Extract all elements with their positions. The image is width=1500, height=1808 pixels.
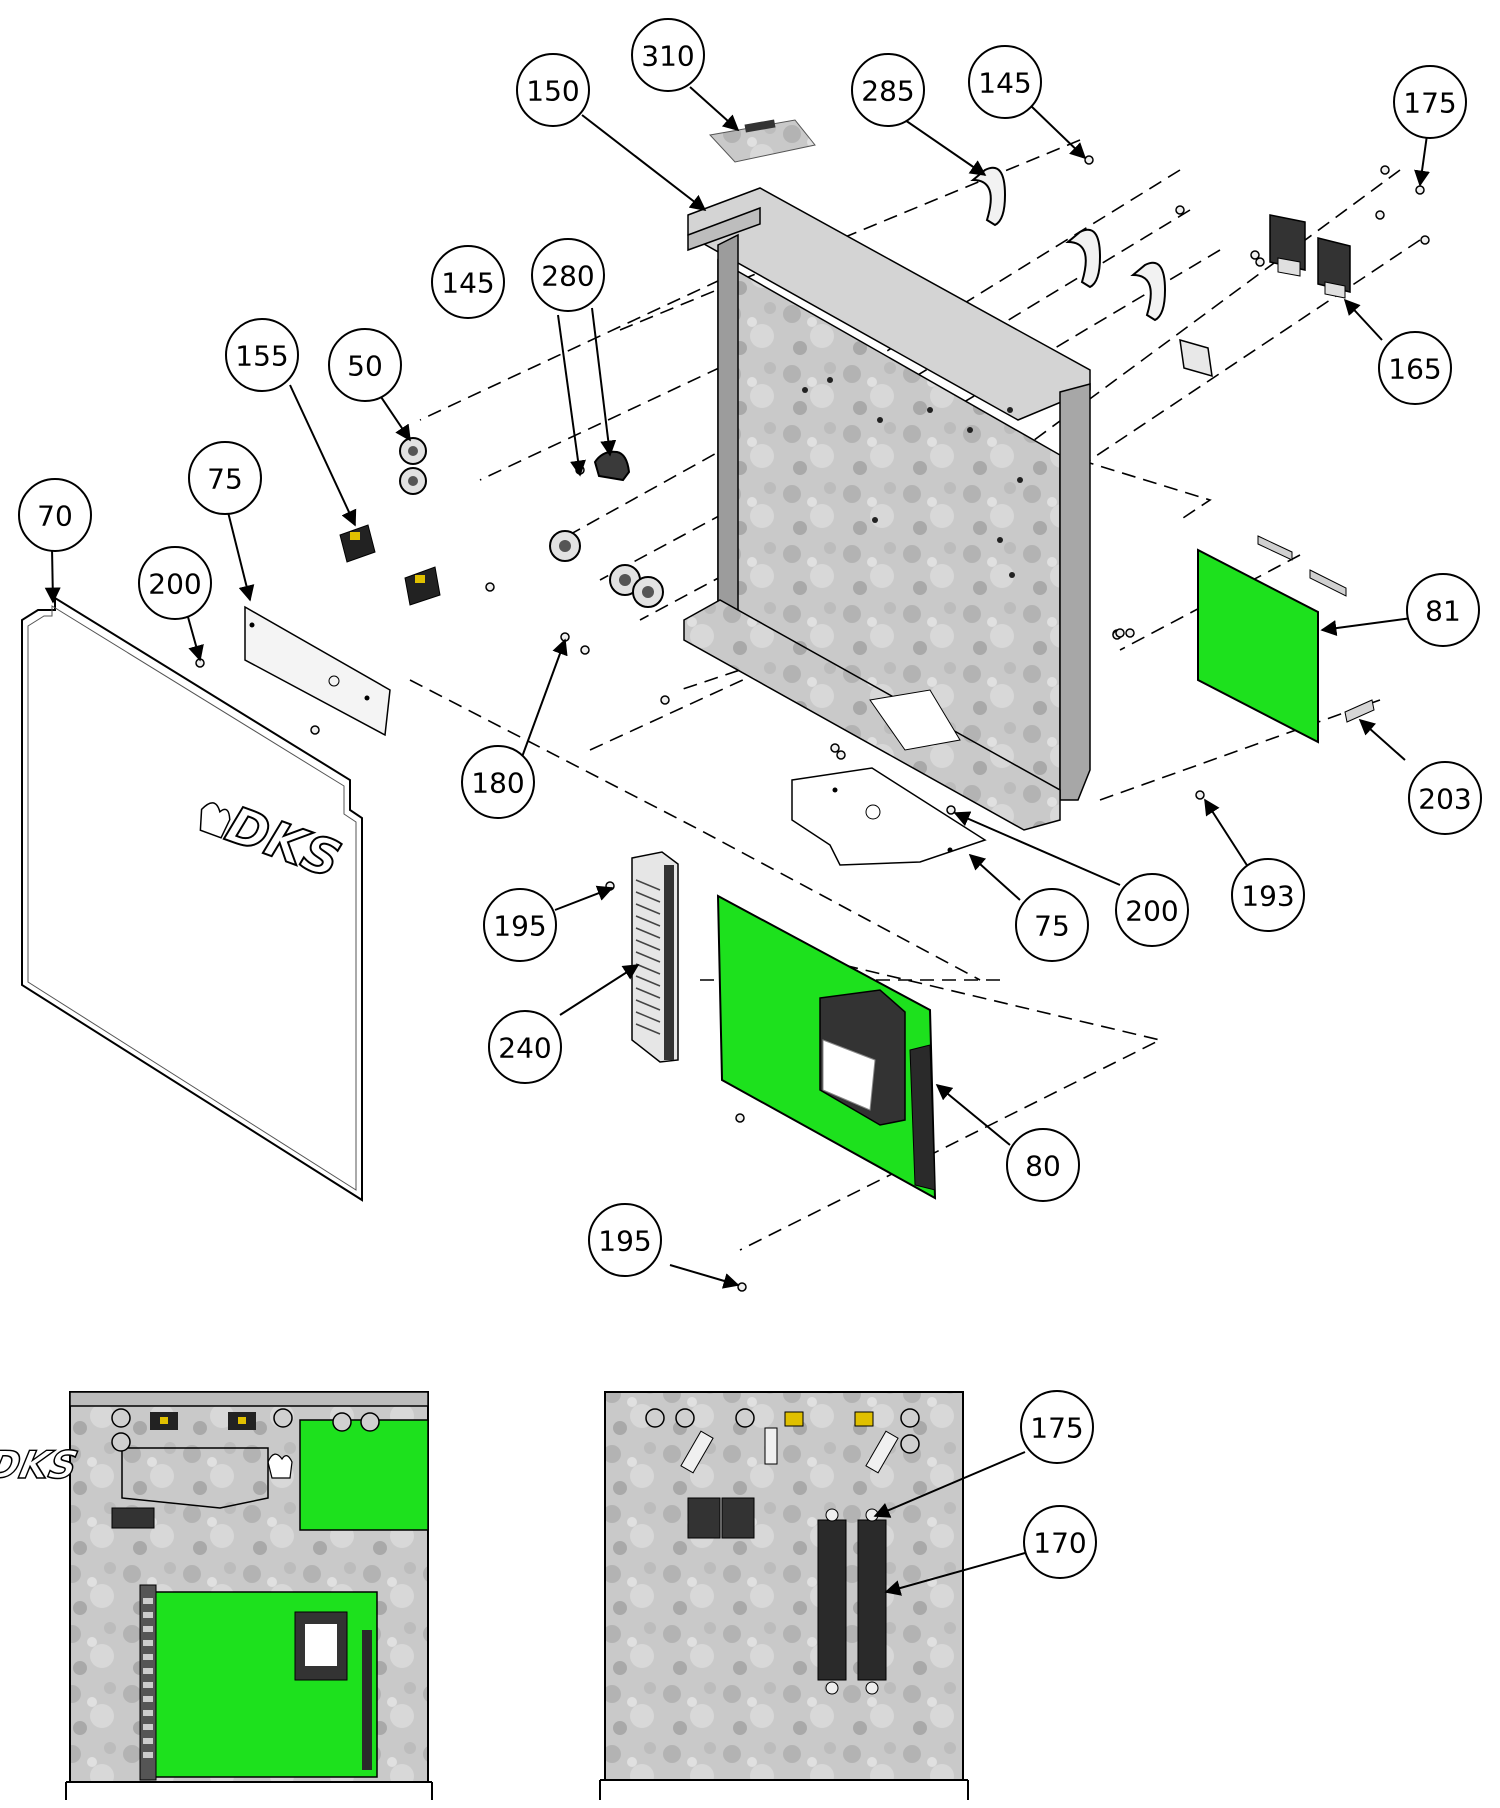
callout-165: 165 — [1378, 331, 1452, 405]
callout-195-upper: 195 — [483, 888, 557, 962]
svg-text:50: 50 — [347, 350, 383, 383]
callout-75-lower: 75 — [1015, 888, 1089, 962]
callout-80: 80 — [1006, 1128, 1080, 1202]
svg-text:145: 145 — [978, 67, 1031, 100]
callout-240: 240 — [488, 1010, 562, 1084]
front-cover-panel: DKS — [21, 596, 363, 1202]
svg-text:200: 200 — [1125, 895, 1178, 928]
dks-logo-text-assembled: DKS — [0, 1443, 82, 1488]
callout-81: 81 — [1406, 573, 1480, 647]
svg-text:80: 80 — [1025, 1150, 1061, 1183]
bracket-plate-lower — [791, 767, 987, 866]
callout-193: 193 — [1231, 858, 1305, 932]
standoff — [1344, 699, 1375, 723]
small-circuit-board — [1197, 535, 1347, 744]
terminal-block — [631, 851, 679, 1063]
svg-text:165: 165 — [1388, 353, 1441, 386]
callout-200-right: 200 — [1115, 873, 1189, 947]
spacer-plate — [1179, 338, 1213, 378]
callout-175-lower: 175 — [1020, 1390, 1094, 1464]
svg-text:150: 150 — [526, 75, 579, 108]
cable-clamps — [593, 166, 1167, 482]
connectors — [339, 524, 441, 606]
callout-195-lower: 195 — [588, 1203, 662, 1277]
svg-text:195: 195 — [493, 910, 546, 943]
bracket-plate-upper — [244, 605, 391, 737]
callout-150: 150 — [516, 53, 590, 127]
callout-50: 50 — [328, 328, 402, 402]
callout-280: 280 — [531, 238, 605, 312]
callout-145-mid: 145 — [431, 245, 505, 319]
callout-155: 155 — [225, 318, 299, 392]
svg-text:180: 180 — [471, 767, 524, 800]
hand-logo-icon-assembled — [267, 1453, 293, 1479]
callout-170: 170 — [1023, 1505, 1097, 1579]
svg-text:175: 175 — [1030, 1412, 1083, 1445]
svg-text:170: 170 — [1033, 1527, 1086, 1560]
svg-text:310: 310 — [641, 40, 694, 73]
callout-70: 70 — [18, 478, 92, 552]
svg-text:240: 240 — [498, 1032, 551, 1065]
svg-text:285: 285 — [861, 75, 914, 108]
svg-text:203: 203 — [1418, 783, 1471, 816]
svg-text:75: 75 — [1034, 910, 1070, 943]
assembled-view-back — [599, 1391, 969, 1800]
svg-text:280: 280 — [541, 260, 594, 293]
callout-145-top: 145 — [968, 45, 1042, 119]
lower-leader-lines — [873, 1451, 1026, 1596]
callouts: 310 150 285 145 175 165 145 280 155 50 7… — [18, 18, 1482, 1579]
svg-text:75: 75 — [207, 463, 243, 496]
svg-text:155: 155 — [235, 340, 288, 373]
callout-310: 310 — [631, 18, 705, 92]
grommets — [399, 437, 664, 608]
callout-203: 203 — [1408, 761, 1482, 835]
terminal-brackets — [1269, 214, 1351, 299]
assembled-view-front: DKS — [0, 1391, 433, 1800]
main-circuit-board — [716, 894, 937, 1200]
svg-text:200: 200 — [148, 568, 201, 601]
svg-text:195: 195 — [598, 1225, 651, 1258]
back-enclosure — [683, 187, 1091, 831]
svg-text:193: 193 — [1241, 880, 1294, 913]
label-card — [709, 119, 816, 163]
hand-logo-icon — [199, 802, 231, 839]
svg-text:145: 145 — [441, 267, 494, 300]
callout-200-left: 200 — [138, 546, 212, 620]
callout-285: 285 — [851, 53, 925, 127]
svg-text:81: 81 — [1425, 595, 1461, 628]
screws — [195, 155, 1430, 1292]
svg-text:175: 175 — [1403, 87, 1456, 120]
callout-180: 180 — [461, 745, 535, 819]
svg-text:70: 70 — [37, 500, 73, 533]
callout-175-top: 175 — [1393, 65, 1467, 139]
callout-75-upper: 75 — [188, 441, 262, 515]
